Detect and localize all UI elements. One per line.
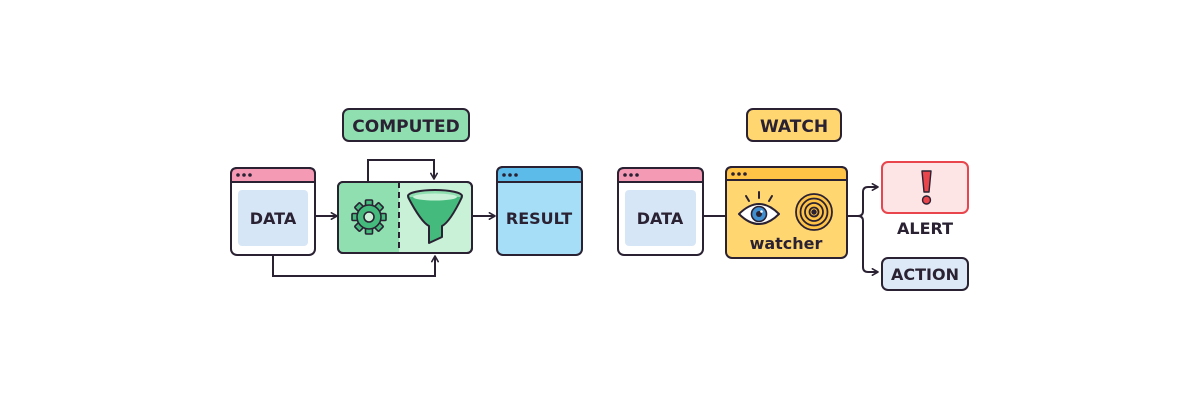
action-pill: ACTION [881, 257, 969, 291]
window-dot [248, 173, 252, 177]
watch-group: WATCH DATA [617, 108, 969, 291]
window-dot [635, 173, 639, 177]
watch-title: WATCH [760, 117, 828, 137]
watch-data-label: DATA [637, 209, 684, 228]
funnel-icon [407, 189, 463, 244]
window-dot [743, 172, 747, 176]
result-window: RESULT [496, 166, 583, 256]
window-dot [242, 173, 246, 177]
action-label: ACTION [891, 265, 959, 284]
window-dot [236, 173, 240, 177]
window-dot [629, 173, 633, 177]
arrow-to-action [857, 215, 879, 276]
watcher-window: watcher [725, 166, 848, 259]
window-dot [514, 173, 518, 177]
arrow-loop-top [367, 159, 438, 181]
computed-title-pill: COMPUTED [342, 108, 470, 142]
alert-label: ALERT [897, 219, 953, 238]
watch-data-window: DATA [617, 167, 704, 256]
computed-processor [337, 181, 473, 254]
watch-title-pill: WATCH [746, 108, 842, 142]
window-dot [737, 172, 741, 176]
window-dot [502, 173, 506, 177]
computed-group: COMPUTED DATA [230, 108, 583, 277]
window-dot [623, 173, 627, 177]
branch-connector [848, 183, 879, 217]
window-dot [731, 172, 735, 176]
exclamation-icon [921, 170, 932, 205]
eye-icon [738, 191, 780, 225]
gear-icon [351, 199, 387, 235]
result-label: RESULT [506, 209, 572, 228]
computed-title: COMPUTED [352, 117, 459, 137]
watcher-label: watcher [750, 234, 823, 253]
signal-icon [795, 193, 833, 231]
computed-data-window: DATA [230, 167, 316, 256]
computed-data-label: DATA [250, 209, 297, 228]
alert-box [881, 161, 969, 214]
window-dot [508, 173, 512, 177]
arrow-data-to-funnel [272, 255, 439, 277]
